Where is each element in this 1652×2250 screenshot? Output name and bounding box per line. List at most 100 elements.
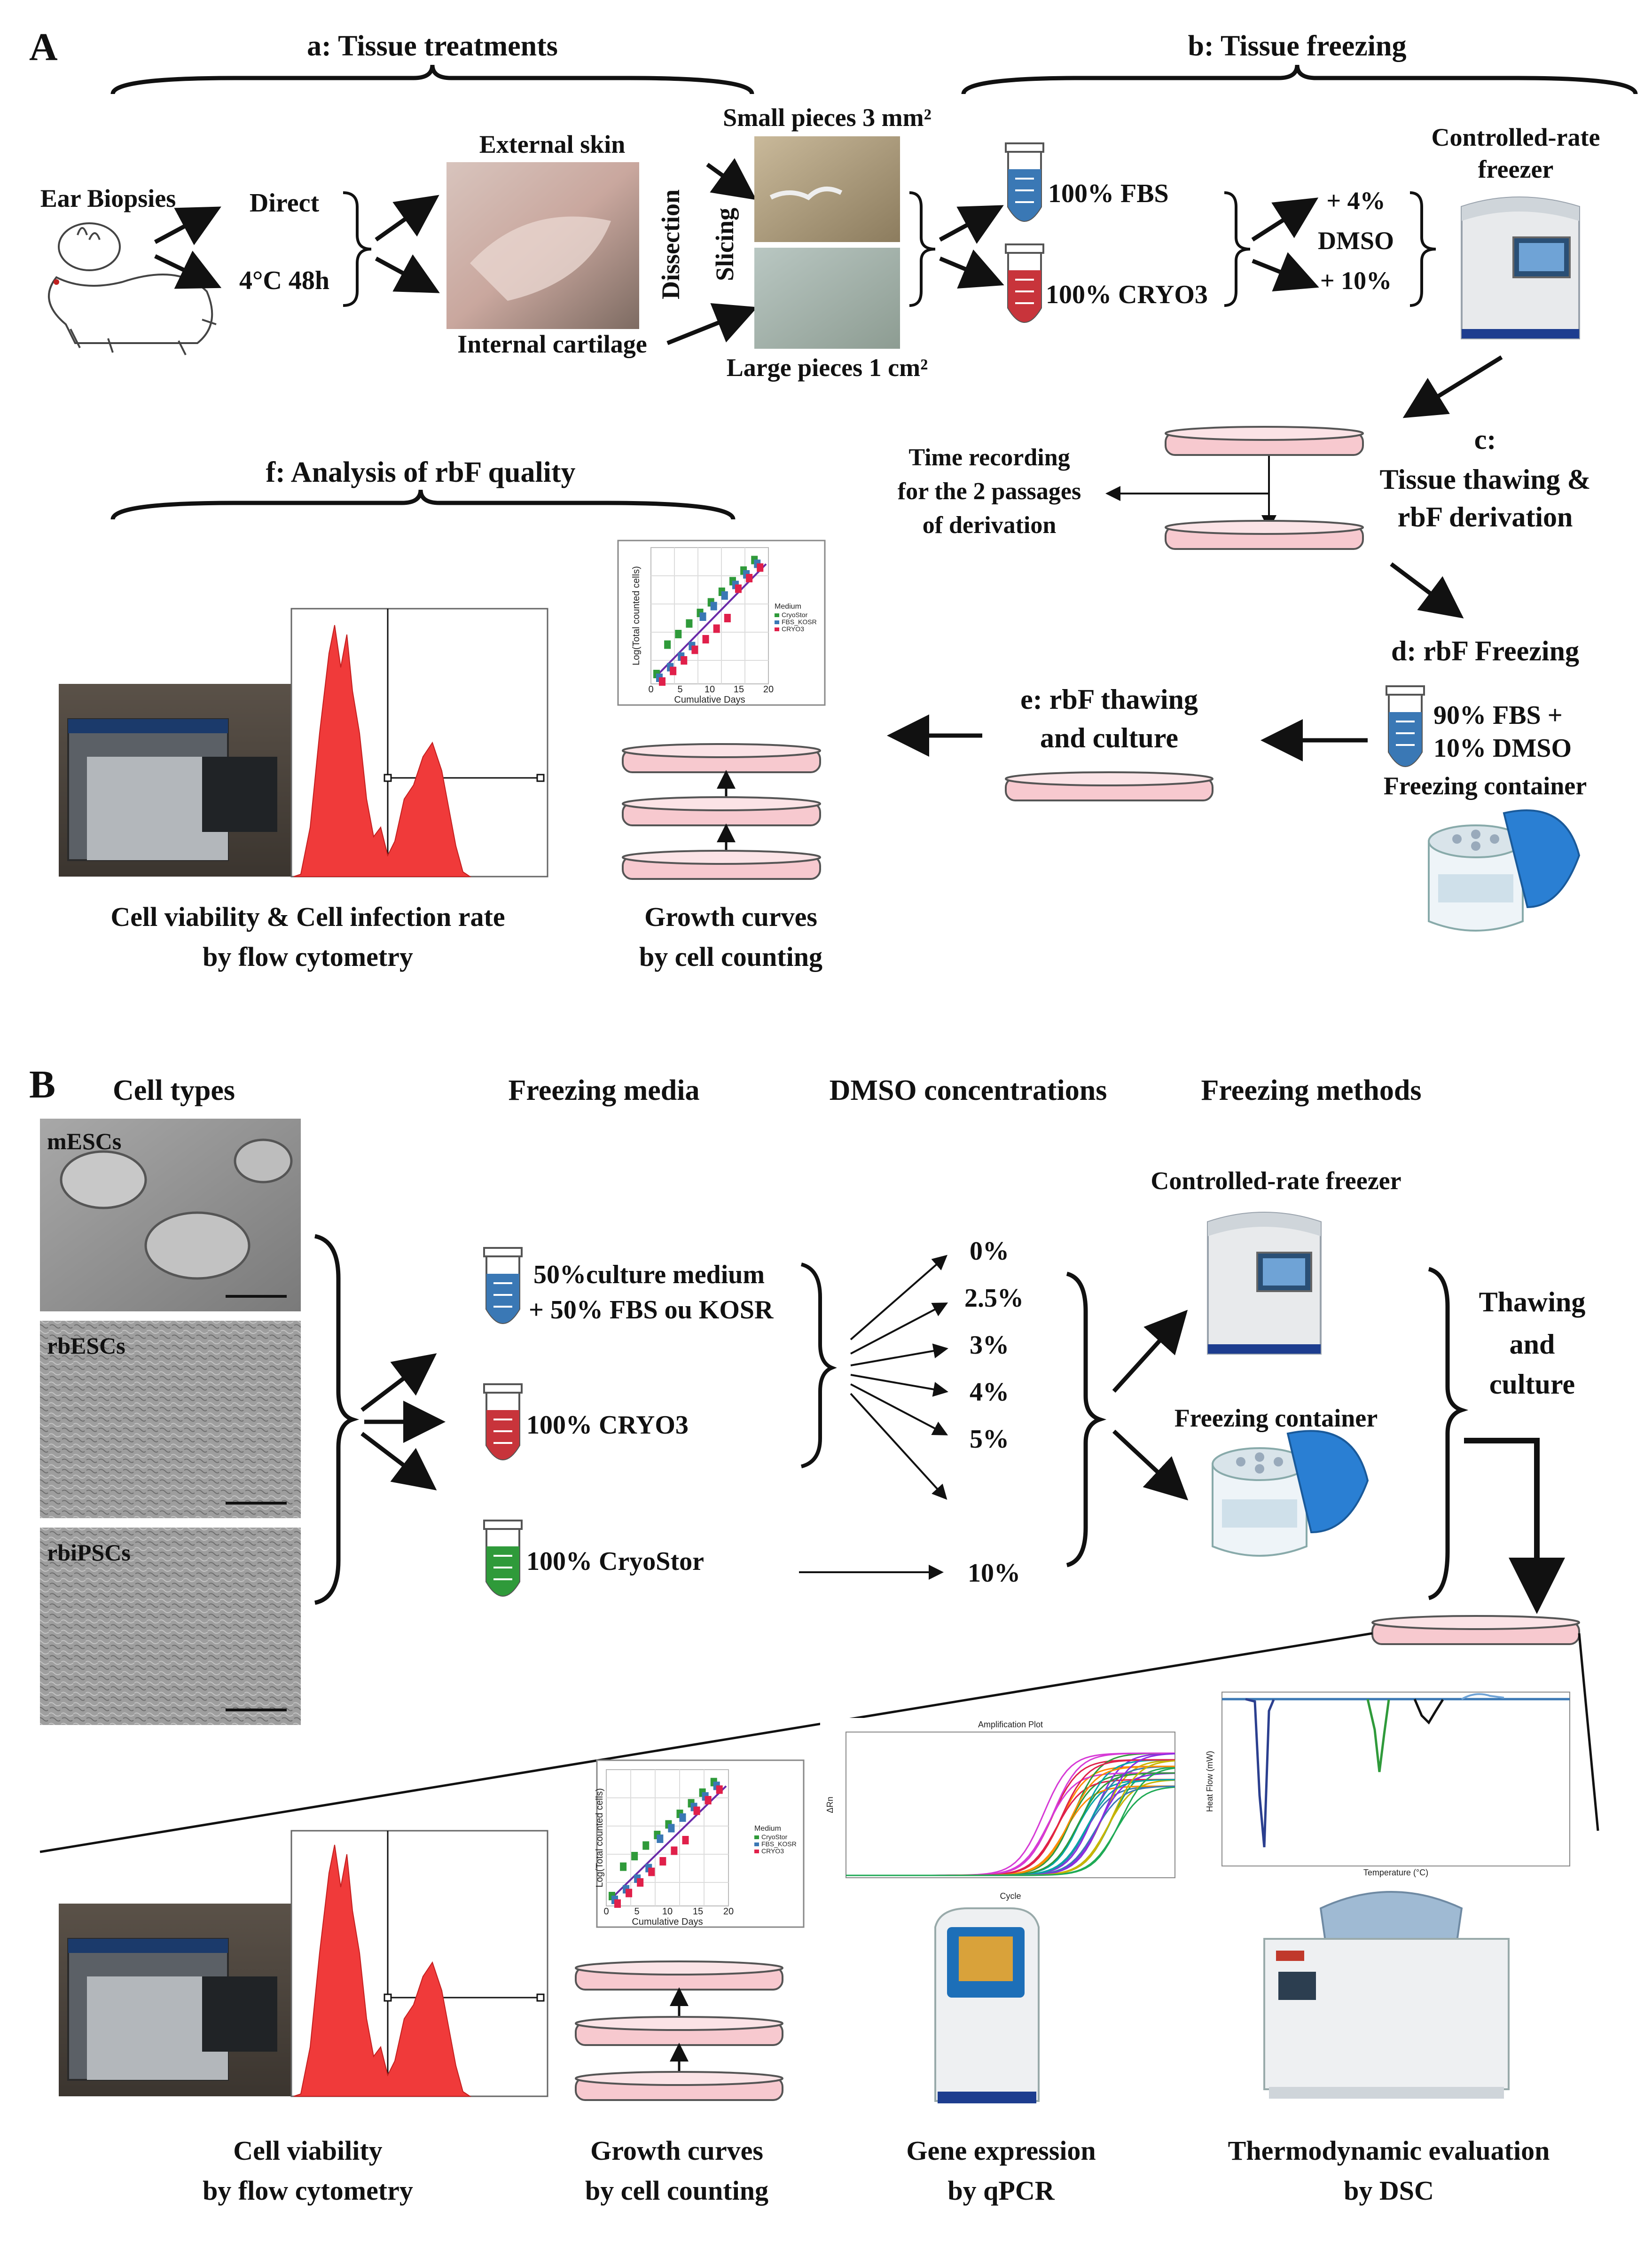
arrow-biopsy-cold xyxy=(154,251,222,289)
dmso-label: DMSO xyxy=(1318,227,1394,255)
freezing-container-icon xyxy=(1428,809,1581,932)
arrow-to-large xyxy=(666,303,758,345)
viability-a-line1: Cell viability & Cell infection rate xyxy=(110,902,505,932)
gene-expression-line2: by qPCR xyxy=(947,2175,1055,2206)
dsc-thermogram: Temperature (°C) Heat Flow (mW) xyxy=(1203,1683,1579,1880)
dmso-4: 4% xyxy=(970,1378,1009,1407)
brace-dmso-b xyxy=(1066,1271,1107,1568)
gene-expression-line1: Gene expression xyxy=(906,2135,1096,2166)
svg-text:0: 0 xyxy=(603,1906,609,1917)
growth-b-line1: Growth curves xyxy=(590,2135,763,2166)
header-cell-types: Cell types xyxy=(113,1074,235,1106)
petri-dish-lower xyxy=(1165,520,1364,550)
header-freezing-media: Freezing media xyxy=(509,1074,700,1106)
svg-text:FBS_KOSR: FBS_KOSR xyxy=(761,1840,797,1848)
petri-dish-thaw xyxy=(1005,771,1214,801)
flow-cytometer-photo-a xyxy=(59,684,291,877)
media1-line1: 50%culture medium xyxy=(533,1260,765,1289)
arrow-to-dmso4 xyxy=(1251,197,1319,242)
dmso-5: 5% xyxy=(970,1425,1009,1454)
panel-a-label: A xyxy=(29,25,58,69)
dmso-3: 3% xyxy=(970,1331,1009,1360)
growth-a-line1: Growth curves xyxy=(644,902,817,932)
svg-text:5: 5 xyxy=(677,684,682,695)
thawing-line1: Thawing xyxy=(1479,1286,1586,1317)
brace-f xyxy=(110,489,736,520)
external-skin-label: External skin xyxy=(479,130,626,158)
header-freezing-methods: Freezing methods xyxy=(1201,1074,1422,1106)
section-a-title: a: Tissue treatments xyxy=(307,30,558,62)
micrograph-rbescs xyxy=(40,1321,301,1518)
dissection-label: Dissection xyxy=(657,189,685,299)
dish-stack-a xyxy=(622,743,821,880)
tube-rbf-medium-icon xyxy=(1386,685,1425,767)
flow-cytometer-photo-b xyxy=(59,1904,291,2096)
viability-b-line1: Cell viability xyxy=(233,2135,382,2166)
svg-text:Cycle: Cycle xyxy=(1000,1891,1021,1901)
micrograph-mescs xyxy=(40,1119,301,1311)
dmso-2-5: 2.5% xyxy=(964,1284,1024,1313)
large-pieces-label: Large pieces 1 cm² xyxy=(727,353,928,382)
growth-b-line2: by cell counting xyxy=(585,2175,768,2206)
section-b-title: b: Tissue freezing xyxy=(1188,30,1406,62)
internal-cartilage-label: Internal cartilage xyxy=(457,330,647,358)
petri-dish-b xyxy=(1371,1615,1580,1645)
panel-b-label: B xyxy=(29,1063,55,1106)
crf-label-line2: freezer xyxy=(1478,155,1554,183)
svg-text:0: 0 xyxy=(648,684,653,695)
cell-type-rbescs: rbESCs xyxy=(47,1333,125,1359)
dsc-instrument-icon xyxy=(1263,1891,1510,2099)
slicing-label: Slicing xyxy=(711,208,739,281)
svg-text:10: 10 xyxy=(662,1906,673,1917)
svg-text:CRYO3: CRYO3 xyxy=(761,1847,784,1855)
cryo3-label: 100% CRYO3 xyxy=(1046,280,1208,309)
arrow-to-crf-b xyxy=(1112,1309,1188,1393)
cell-type-rbipscs: rbiPSCs xyxy=(47,1539,131,1566)
controlled-rate-freezer-b-icon xyxy=(1207,1212,1322,1355)
dish-stack-b xyxy=(575,1960,783,2101)
dmso-4-label: + 4% xyxy=(1326,187,1385,215)
qpcr-machine-icon xyxy=(934,1907,1040,2103)
fan-arrows xyxy=(799,1254,948,1580)
brace-media-b xyxy=(800,1262,837,1468)
arrow-to-cartilage xyxy=(375,254,440,293)
svg-text:FBS_KOSR: FBS_KOSR xyxy=(782,618,817,626)
flow-histogram-b xyxy=(290,1830,548,2097)
crf-label-line1: Controlled-rate xyxy=(1432,123,1600,151)
container-b-label: Freezing container xyxy=(1174,1404,1378,1432)
zoom-line-left xyxy=(39,1632,1373,1853)
section-f-title: f: Analysis of rbF quality xyxy=(266,456,575,488)
flow-histogram-a xyxy=(290,608,548,878)
brace-pieces xyxy=(909,191,936,307)
svg-text:Log(Total counted cells): Log(Total counted cells) xyxy=(595,1788,605,1887)
arrow-to-media3 xyxy=(360,1432,437,1490)
tube-media-red-icon xyxy=(483,1383,523,1460)
svg-text:Temperature (°C): Temperature (°C) xyxy=(1363,1868,1428,1877)
svg-text:5: 5 xyxy=(634,1906,639,1917)
brace-dmso xyxy=(1409,191,1436,307)
svg-text:Cumulative Days: Cumulative Days xyxy=(674,695,745,705)
growth-chart-b: Cumulative Days Log(Total counted cells)… xyxy=(595,1759,805,1928)
arrow-to-fbs xyxy=(939,205,1004,244)
zoom-line-right xyxy=(1578,1633,1599,1831)
rbf-medium-line2: 10% DMSO xyxy=(1433,734,1572,763)
micrograph-rbipscs xyxy=(40,1528,301,1725)
brace-treatments xyxy=(343,191,372,307)
svg-text:CRYO3: CRYO3 xyxy=(782,625,804,633)
brace-methods xyxy=(1428,1267,1469,1600)
rabbit-drawing xyxy=(48,222,217,355)
svg-text:CryoStor: CryoStor xyxy=(761,1833,788,1841)
media2-label: 100% CRYO3 xyxy=(526,1411,689,1440)
arrow-to-dish-b xyxy=(1464,1438,1565,1614)
media3-label: 100% CryoStor xyxy=(526,1547,704,1576)
thawing-line3: culture xyxy=(1489,1369,1575,1400)
growth-chart-a: Cumulative Days Log(Total counted cells)… xyxy=(617,540,826,706)
media1-line2: + 50% FBS ou KOSR xyxy=(529,1295,774,1325)
brace-cells xyxy=(314,1234,360,1605)
section-c-line2: Tissue thawing & xyxy=(1379,464,1590,495)
cell-type-mescs: mESCs xyxy=(47,1128,121,1154)
svg-text:15: 15 xyxy=(734,684,744,695)
tube-media-blue-icon xyxy=(483,1247,523,1324)
